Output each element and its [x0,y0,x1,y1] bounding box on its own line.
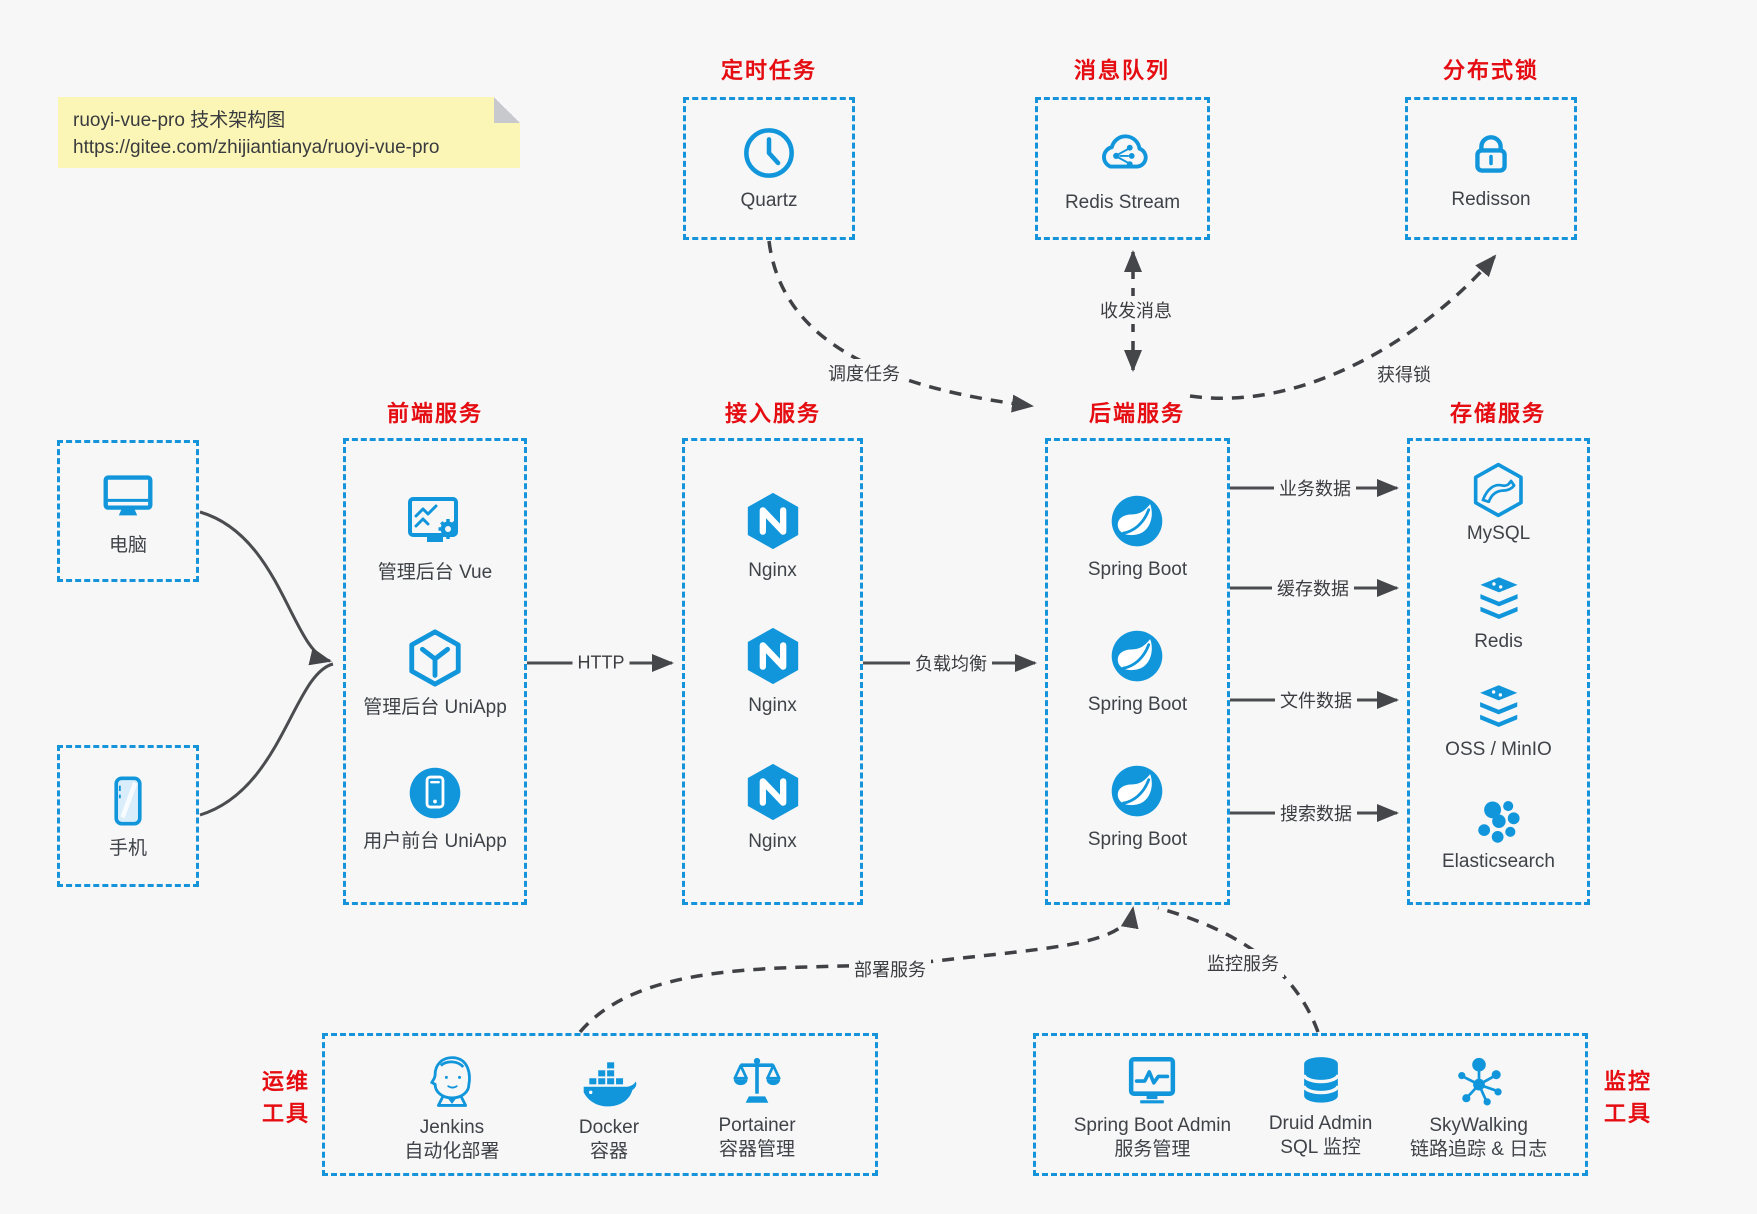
elasticsearch-icon [1472,793,1526,847]
node-spring-boot-admin: Spring Boot Admin 服务管理 [1074,1052,1231,1162]
monitoring-tools-box: Spring Boot Admin 服务管理 Druid Admin SQL 监… [1033,1033,1588,1176]
group-title-message-queue: 消息队列 [1073,58,1170,83]
edge-phone-to-frontend [199,662,334,817]
node-spring-boot-1: Spring Boot [1088,491,1187,582]
lock-icon [1463,125,1519,181]
edge-acquire-lock [1189,254,1497,400]
edge-label-message: 收发消息 [1095,296,1177,324]
edge-label-monitor: 监控服务 [1202,949,1284,977]
edge-computer-to-frontend [199,510,332,666]
column-title-gateway: 接入服务 [724,401,821,426]
frontend-services-box: 管理后台 Vue 管理后台 UniApp 用户前台 UniApp [343,438,527,905]
skywalking-icon [1450,1052,1508,1110]
redis-stream-label: Redis Stream [1064,192,1181,214]
sticky-note: ruoyi-vue-pro 技术架构图 https://gitee.com/zh… [58,97,520,168]
edge-schedule-task [767,240,1034,413]
edge-label-lock: 获得锁 [1372,360,1436,388]
uniapp-cube-icon [404,627,466,689]
backend-services-box: Spring Boot Spring Boot Spring Boot [1045,438,1230,905]
clock-icon [740,124,798,182]
druid-icon [1294,1052,1348,1106]
edge-label-schedule: 调度任务 [823,359,905,387]
monitoring-tools-side-label: 监控 工具 [1604,1069,1653,1126]
node-docker: Docker 容器 [579,1052,639,1164]
node-redis: Redis [1472,573,1526,654]
edge-label-http: HTTP [572,651,630,675]
redisson-label: Redisson [1451,189,1531,211]
node-skywalking: SkyWalking 链路追踪 & 日志 [1410,1052,1547,1162]
edge-deploy-service [578,906,1139,1034]
node-spring-boot-2: Spring Boot [1088,626,1187,717]
smartphone-icon [99,772,157,830]
computer-label: 电脑 [108,534,147,556]
portainer-icon [728,1052,786,1110]
desktop-icon [97,465,159,527]
node-nginx-2: Nginx [742,625,804,718]
phone-label: 手机 [108,837,147,859]
cloud-stream-icon [1092,122,1154,184]
node-user-uniapp: 用户前台 UniApp [363,763,507,854]
storage-services-box: MySQL Redis OSS / MinIO Elasticsearch [1407,438,1590,905]
node-admin-vue: 管理后台 Vue [378,490,492,585]
node-oss-minio: OSS / MinIO [1445,681,1552,762]
user-app-icon [405,763,465,823]
node-nginx-3: Nginx [742,761,804,854]
phone-box: 手机 [57,745,199,887]
nginx-icon [742,625,804,687]
node-elasticsearch: Elasticsearch [1442,793,1555,874]
edge-label-cache-data: 缓存数据 [1272,574,1354,602]
nginx-icon [742,761,804,823]
spring-boot-icon [1107,761,1167,821]
nginx-icon [742,490,804,552]
spring-boot-admin-icon [1123,1052,1181,1110]
oss-stack-icon [1471,681,1525,735]
note-url: https://gitee.com/zhijiantianya/ruoyi-vu… [73,137,440,158]
gateway-services-box: Nginx Nginx Nginx [682,438,863,905]
spring-boot-icon [1107,491,1167,551]
edge-label-search-data: 搜索数据 [1275,799,1357,827]
ops-tools-side-label: 运维 工具 [261,1069,310,1126]
column-title-storage: 存储服务 [1449,401,1546,426]
ops-tools-box: Jenkins 自动化部署 Docker 容器 Portainer 容器管理 [322,1033,878,1176]
redis-stack-icon [1472,573,1526,627]
node-spring-boot-3: Spring Boot [1088,761,1187,852]
computer-box: 电脑 [57,440,199,582]
edge-label-load-balance: 负载均衡 [910,649,992,677]
node-portainer: Portainer 容器管理 [718,1052,796,1162]
quartz-label: Quartz [740,190,798,212]
edge-label-deploy: 部署服务 [849,955,931,983]
note-title: ruoyi-vue-pro 技术架构图 [73,110,286,131]
node-druid-admin: Druid Admin SQL 监控 [1269,1052,1372,1160]
jenkins-icon [422,1052,482,1112]
note-fold-corner [494,97,520,123]
node-nginx-1: Nginx [742,490,804,583]
quartz-box: Quartz [683,97,855,240]
node-jenkins: Jenkins 自动化部署 [404,1052,499,1164]
edge-label-business-data: 业务数据 [1274,474,1356,502]
column-title-frontend: 前端服务 [386,401,483,426]
mysql-icon [1469,461,1527,519]
column-title-backend: 后端服务 [1088,401,1185,426]
admin-vue-icon [403,490,467,554]
redisson-box: Redisson [1405,97,1577,240]
node-admin-uniapp: 管理后台 UniApp [363,627,507,720]
node-mysql: MySQL [1467,461,1530,546]
group-title-scheduled-tasks: 定时任务 [720,58,817,83]
redis-stream-box: Redis Stream [1035,97,1210,240]
spring-boot-icon [1107,626,1167,686]
docker-icon [579,1052,639,1112]
group-title-distributed-lock: 分布式锁 [1442,58,1539,83]
edge-label-file-data: 文件数据 [1275,686,1357,714]
